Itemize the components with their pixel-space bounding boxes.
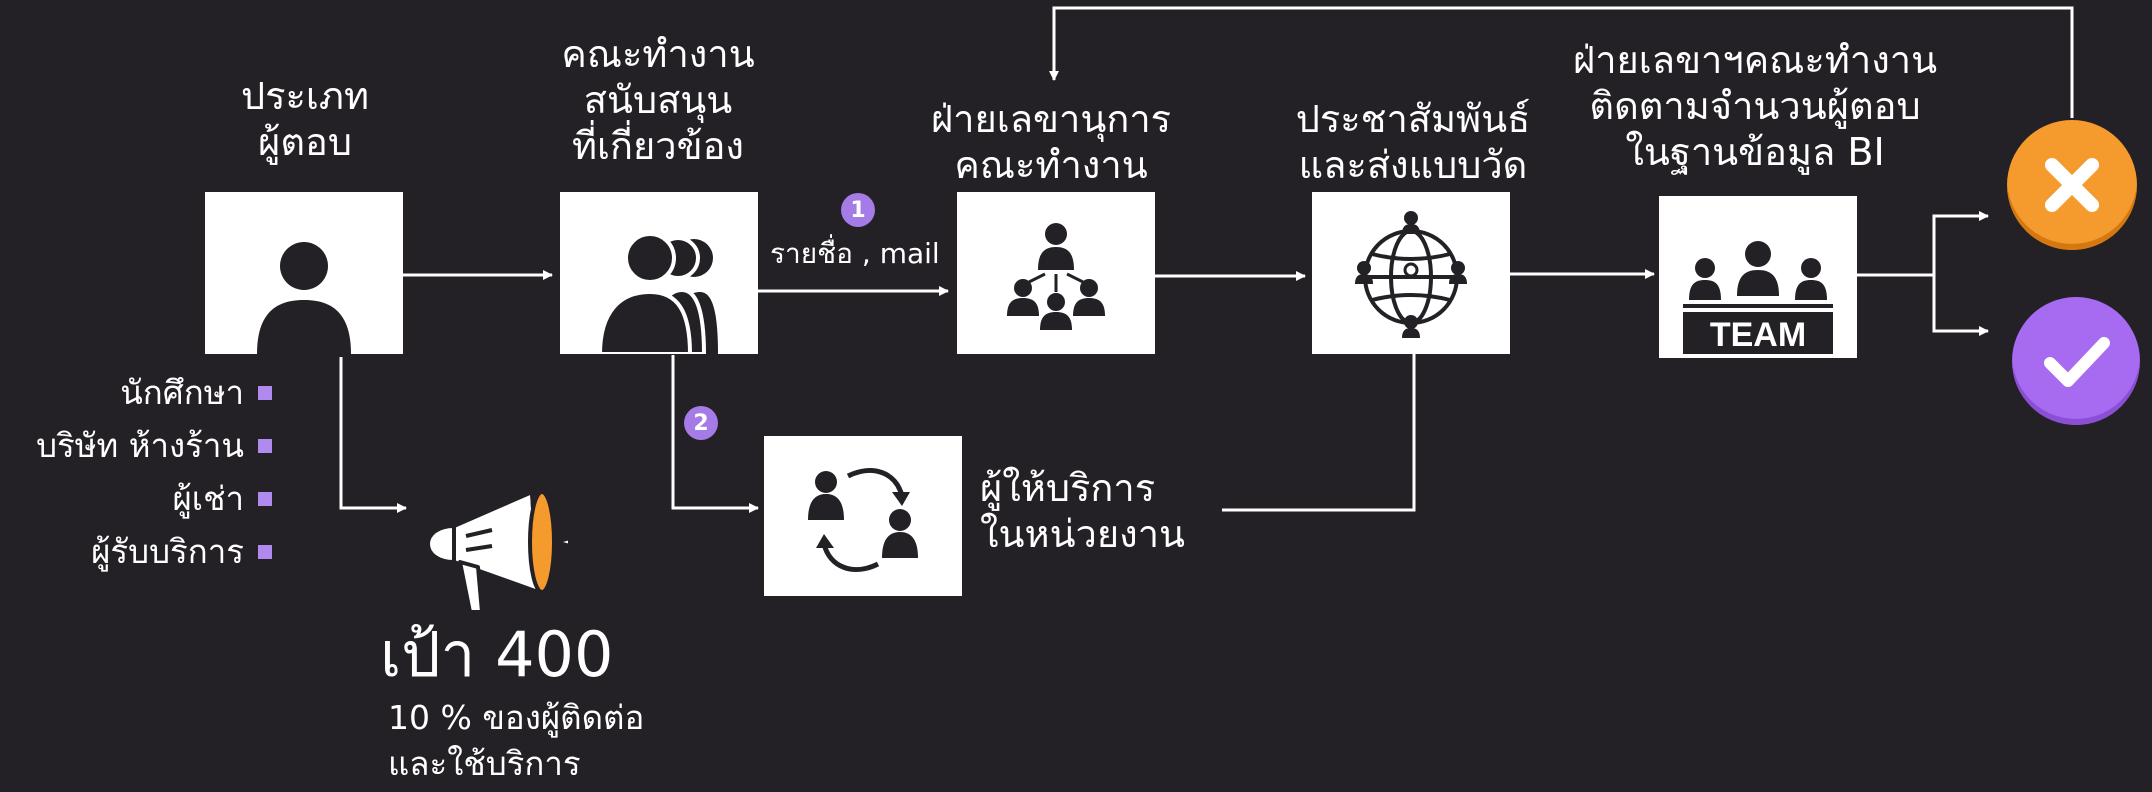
list-item: ผู้เช่า <box>172 479 272 519</box>
x-icon <box>2045 158 2099 212</box>
team-icon: TEAM <box>1683 241 1833 354</box>
pr-survey-box <box>1312 192 1510 354</box>
bi-tracking-title: ฝ่ายเลขาฯคณะทำงาน ติดตามจำนวนผู้ตอบ ในฐา… <box>1572 38 1938 174</box>
group-icon <box>597 232 718 354</box>
target-line-2: และใช้บริการ <box>388 744 581 783</box>
bullet-icon <box>258 545 272 559</box>
step-1-label: รายชื่อ , mail <box>770 237 940 270</box>
respondent-type-title: ประเภท ผู้ตอบ <box>240 74 370 164</box>
respondent-type-box <box>205 192 403 354</box>
list-item: บริษัท ห้างร้าน <box>36 426 272 466</box>
list-item: นักศึกษา <box>120 373 272 413</box>
list-item-label: บริษัท ห้างร้าน <box>36 426 244 465</box>
support-team-box <box>560 192 758 354</box>
list-item: ผู้รับบริการ <box>91 532 272 572</box>
arrow-support-to-providers <box>671 355 759 513</box>
list-item-label: ผู้รับบริการ <box>91 532 244 571</box>
target-line-1: 10 % ของผู้ติดต่อ <box>388 698 645 737</box>
arrow-fail-feedback-loop <box>1049 6 2074 118</box>
bullet-icon <box>258 439 272 453</box>
bi-tracking-box: TEAM <box>1659 196 1857 358</box>
bullet-icon <box>258 386 272 400</box>
list-item-label: นักศึกษา <box>120 373 244 412</box>
support-team-title: คณะทำงาน สนับสนุน ที่เกี่ยวข้อง <box>561 32 755 168</box>
secretariat-box <box>957 192 1155 354</box>
org-chart-icon <box>1007 223 1105 330</box>
respondent-types-list: นักศึกษา บริษัท ห้างร้าน ผู้เช่า ผู้รับบ… <box>0 373 272 583</box>
person-icon <box>257 242 351 354</box>
check-icon <box>2044 337 2110 387</box>
arrow-bi-to-success <box>1932 275 1989 336</box>
megaphone-icon <box>426 490 572 614</box>
exchange-people-icon <box>808 468 918 572</box>
step-1-badge: 1 <box>841 193 875 227</box>
target-title: เป้า 400 <box>380 618 614 691</box>
success-outcome <box>2012 297 2140 425</box>
service-providers-box <box>764 436 962 596</box>
service-providers-title: ผู้ให้บริการ ในหน่วยงาน <box>980 466 1186 556</box>
bullet-icon <box>258 492 272 506</box>
fail-outcome <box>2007 120 2137 250</box>
secretariat-title: ฝ่ายเลขานุการ คณะทำงาน <box>930 97 1172 187</box>
arrow-providers-to-pr <box>1222 335 1419 512</box>
list-item-label: ผู้เช่า <box>172 479 244 518</box>
team-badge-text: TEAM <box>1710 316 1806 354</box>
step-2-badge: 2 <box>684 406 718 440</box>
pr-survey-title: ประชาสัมพันธ์ และส่งแบบวัด <box>1295 97 1531 187</box>
global-network-icon <box>1355 211 1467 338</box>
arrow-bi-to-fail <box>1857 211 1989 277</box>
arrow-respondent-to-target <box>339 357 407 513</box>
